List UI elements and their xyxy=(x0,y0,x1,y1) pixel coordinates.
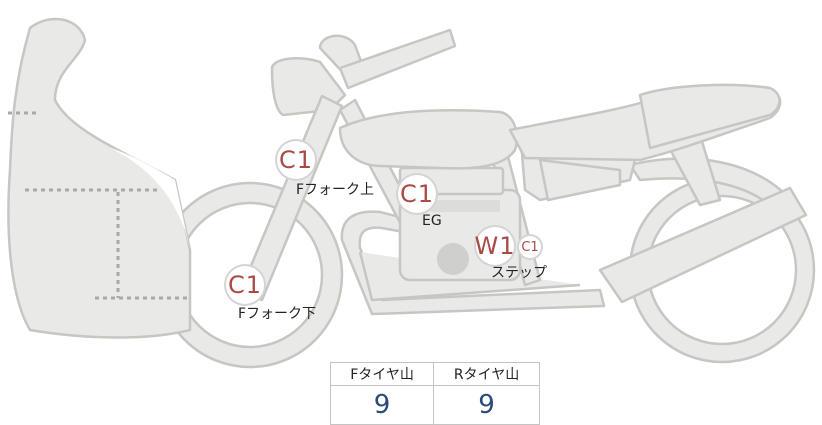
front-fork xyxy=(238,94,344,302)
fuel-tank xyxy=(338,109,519,170)
front-tire-tread-value: 9 xyxy=(329,385,435,425)
marker-f-fork-lower[interactable]: C1 xyxy=(226,266,264,304)
rear-tire-tread-header: Rタイヤ山 xyxy=(433,362,540,386)
label-f-fork-lower: Fフォーク下 xyxy=(238,306,317,322)
front-fairing xyxy=(7,17,192,339)
marker-engine[interactable]: C1 xyxy=(398,175,436,213)
label-f-fork-upper: Fフォーク上 xyxy=(296,182,375,198)
marker-step-w1[interactable]: W1 xyxy=(475,227,515,265)
tire-tread-table: Fタイヤ山 Rタイヤ山 9 9 xyxy=(329,362,540,425)
rear-tire-tread-value: 9 xyxy=(433,385,540,425)
front-tire-tread-header: Fタイヤ山 xyxy=(329,362,435,386)
marker-f-fork-upper[interactable]: C1 xyxy=(277,141,315,179)
label-engine: EG xyxy=(422,213,442,229)
label-step: ステップ xyxy=(491,265,547,281)
marker-step-c1[interactable]: C1 xyxy=(519,236,541,258)
